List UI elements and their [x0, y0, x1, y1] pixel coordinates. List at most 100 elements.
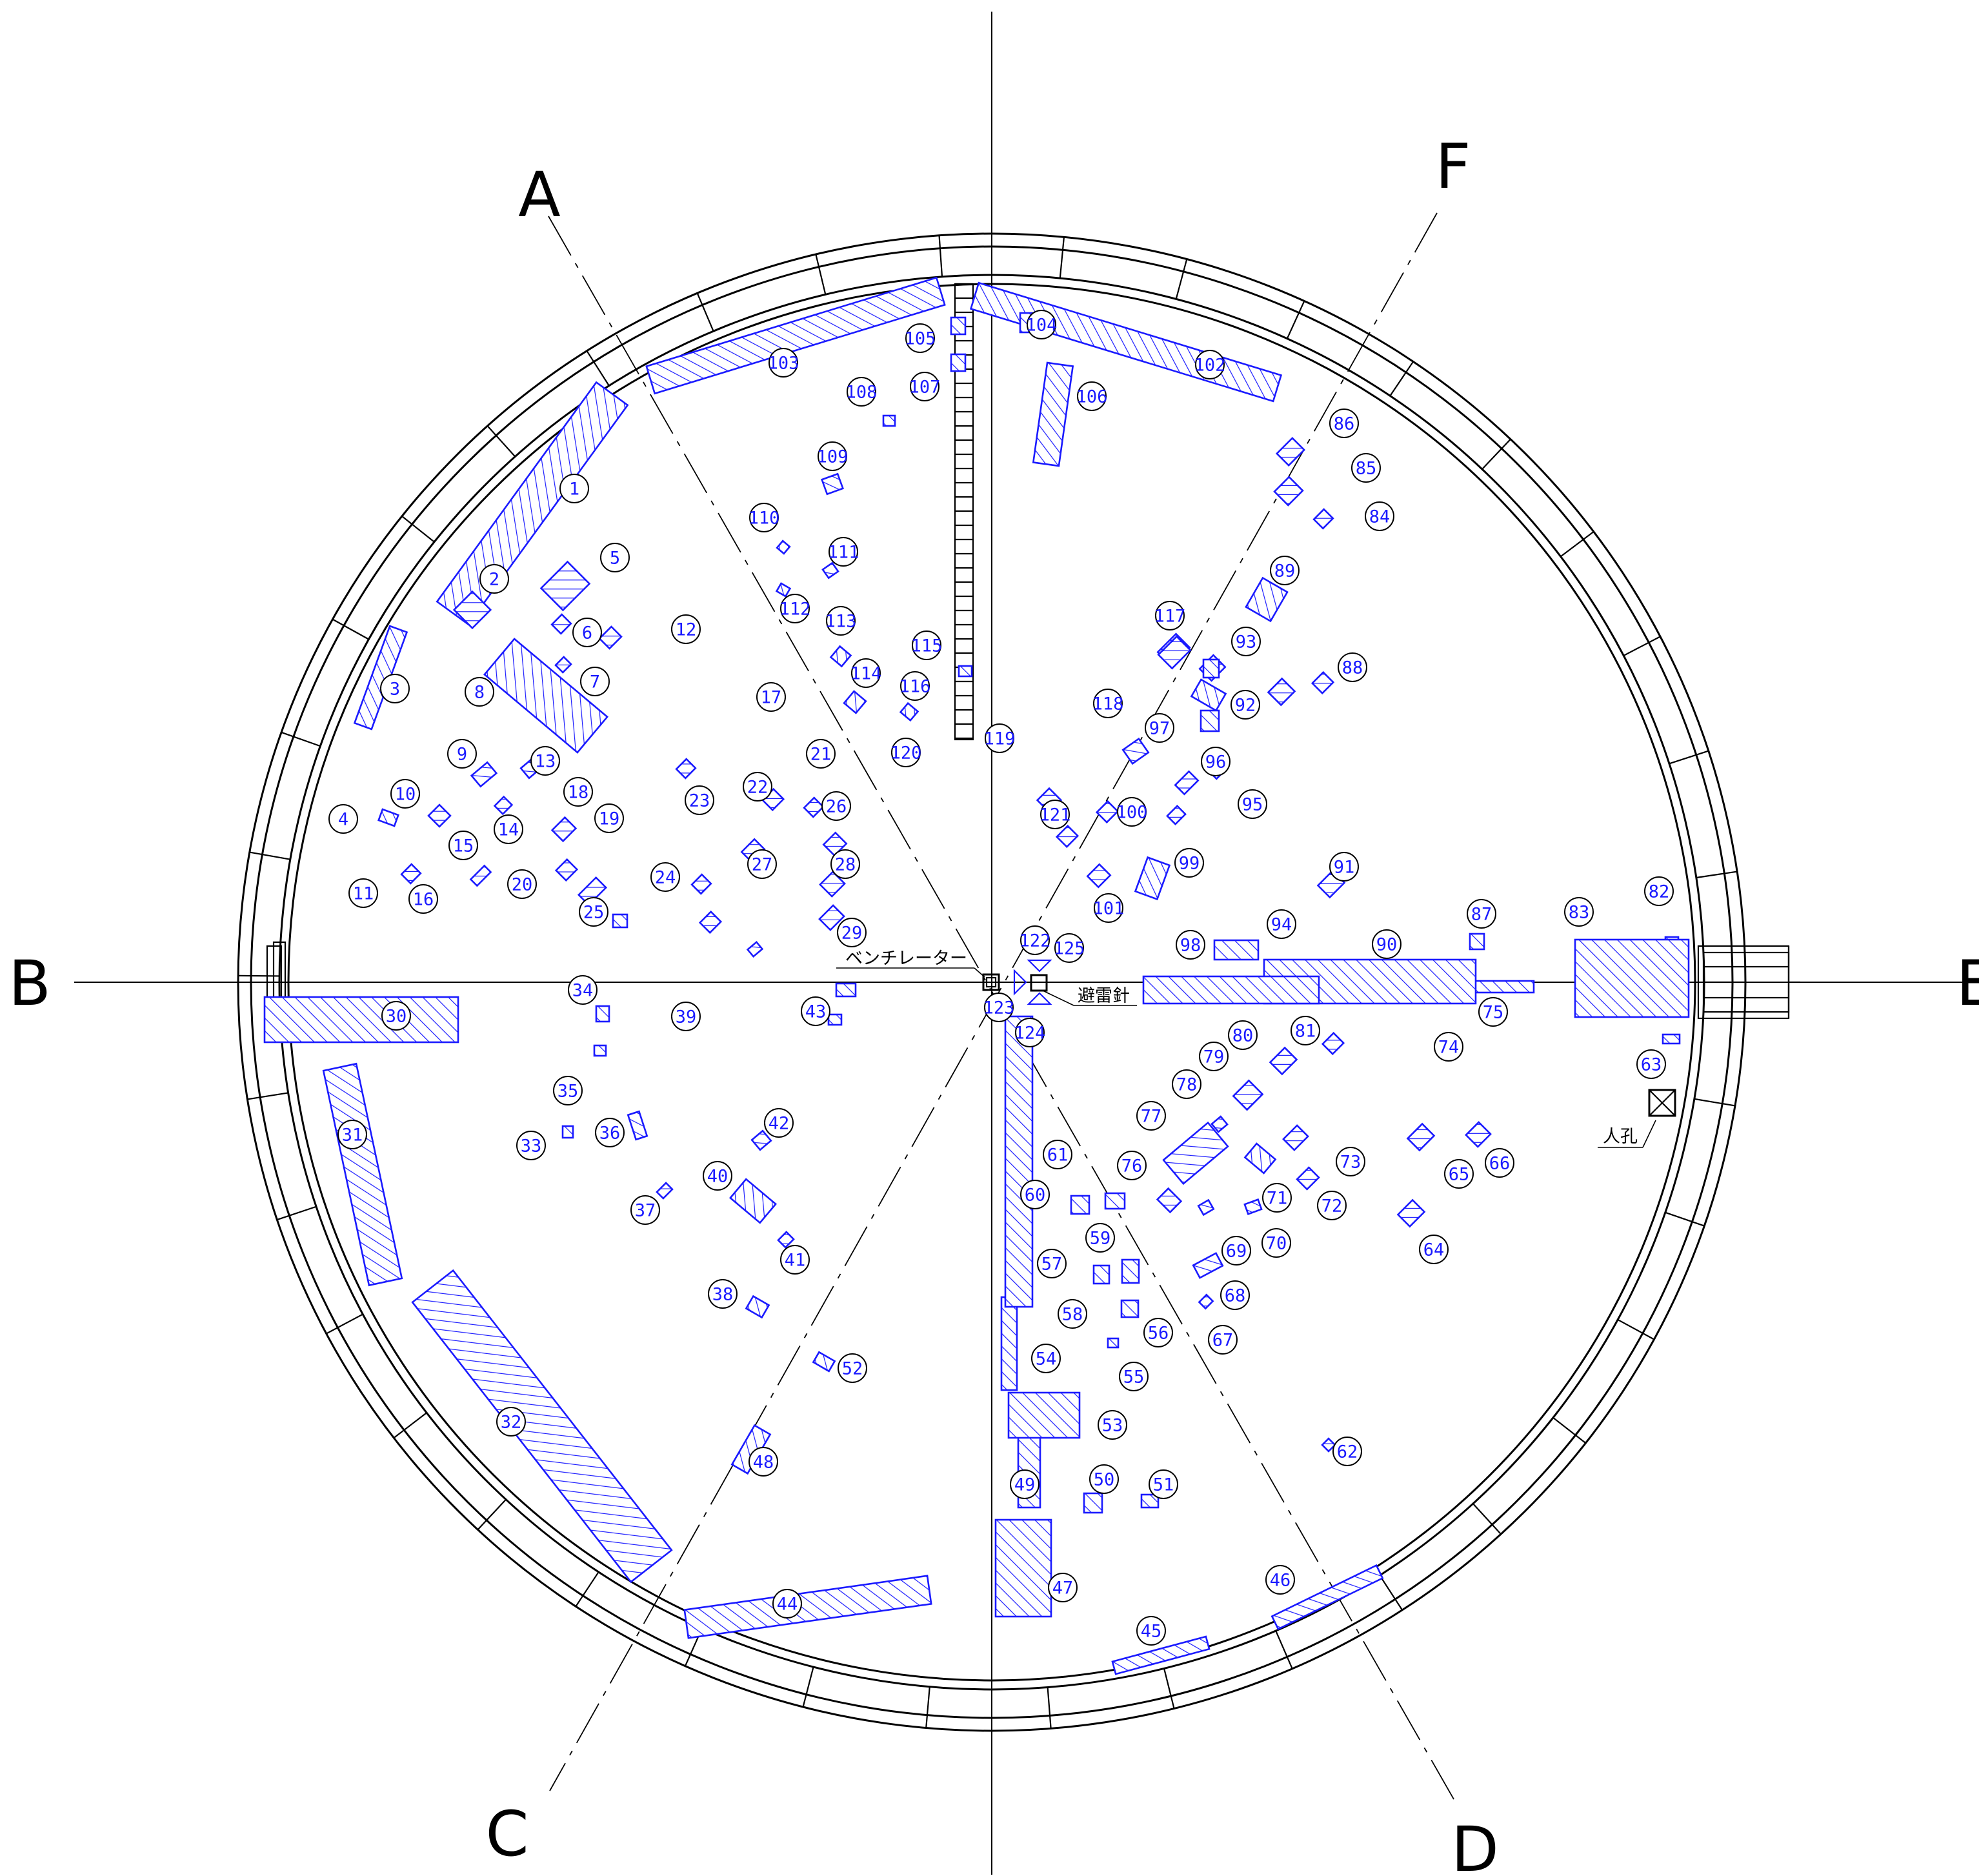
- callout-circle: [1010, 1469, 1040, 1499]
- callout-24: 24: [650, 862, 680, 892]
- callout-number: 101: [1093, 899, 1125, 919]
- patch-box: [818, 904, 845, 931]
- axis-label-d: D: [1451, 1813, 1499, 1876]
- callout-circle: [1143, 1318, 1173, 1347]
- patch-box: [452, 590, 492, 630]
- callout-number: 40: [707, 1167, 728, 1187]
- callout-number: 60: [1025, 1185, 1046, 1205]
- callout-circle: [1085, 1223, 1115, 1253]
- callout-39: 39: [671, 1002, 701, 1031]
- callout-number: 36: [599, 1124, 621, 1144]
- callout-circle: [756, 682, 786, 712]
- callout-circle: [1199, 1042, 1229, 1071]
- patch-box: [1312, 508, 1334, 530]
- callout-28: 28: [830, 849, 860, 879]
- callout-108: 108: [846, 377, 877, 407]
- callout-circle: [1054, 933, 1084, 963]
- callout-55: 55: [1119, 1362, 1149, 1391]
- callout-circle: [1077, 381, 1107, 411]
- stair-ladder: [954, 283, 974, 741]
- callout-96: 96: [1201, 747, 1231, 776]
- patch-box: [969, 281, 1283, 403]
- callout-number: 41: [785, 1251, 806, 1271]
- callout-98: 98: [1176, 930, 1205, 960]
- callout-circle: [381, 1001, 411, 1031]
- callout-circle: [348, 878, 378, 908]
- patch-box: [1243, 1142, 1277, 1175]
- patch-box: [377, 808, 399, 827]
- callout-number: 74: [1438, 1038, 1460, 1058]
- callout-74: 74: [1434, 1032, 1463, 1062]
- callout-number: 125: [1054, 939, 1085, 959]
- callout-number: 39: [676, 1007, 697, 1027]
- patch-box: [1055, 824, 1080, 849]
- callout-number: 52: [842, 1359, 863, 1379]
- axis-label-e: E: [1956, 947, 1979, 1020]
- callout-circle: [829, 537, 858, 567]
- callout-number: 68: [1225, 1286, 1246, 1306]
- patch-box: [411, 1269, 673, 1584]
- callout-number: 29: [841, 923, 863, 943]
- patch-box: [400, 863, 422, 885]
- patch-box: [1092, 1264, 1110, 1285]
- patch-box: [1282, 1124, 1309, 1151]
- callout-89: 89: [1270, 556, 1300, 585]
- callout-93: 93: [1231, 627, 1261, 656]
- patch-box: [561, 1125, 574, 1139]
- patch-box: [1111, 1635, 1211, 1675]
- patch-box: [728, 1178, 778, 1224]
- rim-tick: [1560, 531, 1594, 558]
- callout-111: 111: [828, 537, 859, 567]
- callout-number: 63: [1641, 1055, 1662, 1075]
- rim-tick: [249, 851, 290, 860]
- callout-104: 104: [1026, 310, 1057, 339]
- callout-18: 18: [563, 777, 593, 807]
- patch-box: [1166, 805, 1187, 825]
- patch-box: [598, 625, 623, 650]
- callout-circle: [1117, 797, 1147, 827]
- patch-box: [776, 540, 791, 555]
- rim-tick: [802, 1666, 814, 1708]
- callout-circle: [1221, 1236, 1251, 1266]
- patch-box: [1197, 1198, 1215, 1216]
- patch-box: [554, 656, 572, 674]
- callout-91: 91: [1329, 852, 1359, 882]
- callout-117: 117: [1154, 601, 1185, 630]
- manhole-label: 人孔: [1603, 1127, 1638, 1147]
- callout-number: 42: [768, 1114, 790, 1134]
- callout-3: 3: [380, 674, 410, 703]
- patch-box: [812, 1351, 836, 1373]
- rim-tick: [487, 425, 516, 458]
- callout-90: 90: [1372, 929, 1401, 959]
- callout-circle: [826, 606, 856, 636]
- callout-122: 122: [1020, 925, 1050, 955]
- callout-circle: [1089, 1464, 1119, 1494]
- callout-number: 20: [512, 875, 533, 895]
- rim-tick: [326, 1313, 363, 1335]
- callout-52: 52: [838, 1353, 867, 1383]
- callout-81: 81: [1291, 1016, 1320, 1045]
- callout-circle: [1636, 1049, 1666, 1079]
- callout-circle: [806, 739, 836, 769]
- callout-number: 100: [1116, 803, 1148, 823]
- callout-circle: [408, 884, 438, 914]
- callout-circle: [851, 658, 881, 688]
- callout-circle: [1136, 1616, 1166, 1646]
- patch-box: [1275, 436, 1306, 467]
- patch-box: [1070, 1195, 1090, 1215]
- patch-box: [1120, 1299, 1140, 1318]
- callout-number: 10: [395, 785, 416, 805]
- callout-circle: [1336, 1147, 1365, 1176]
- rim-tick: [1669, 750, 1709, 765]
- axis-label-a: A: [518, 159, 561, 231]
- callout-number: 16: [413, 890, 434, 910]
- callout-37: 37: [630, 1195, 660, 1225]
- callout-circle: [1094, 893, 1123, 923]
- callout-43: 43: [801, 996, 830, 1026]
- patch-box: [1104, 1192, 1126, 1210]
- callout-number: 58: [1062, 1305, 1083, 1325]
- callout-number: 78: [1176, 1075, 1198, 1095]
- callout-61: 61: [1043, 1140, 1072, 1169]
- callout-circle: [1037, 1249, 1067, 1278]
- callout-56: 56: [1143, 1318, 1173, 1347]
